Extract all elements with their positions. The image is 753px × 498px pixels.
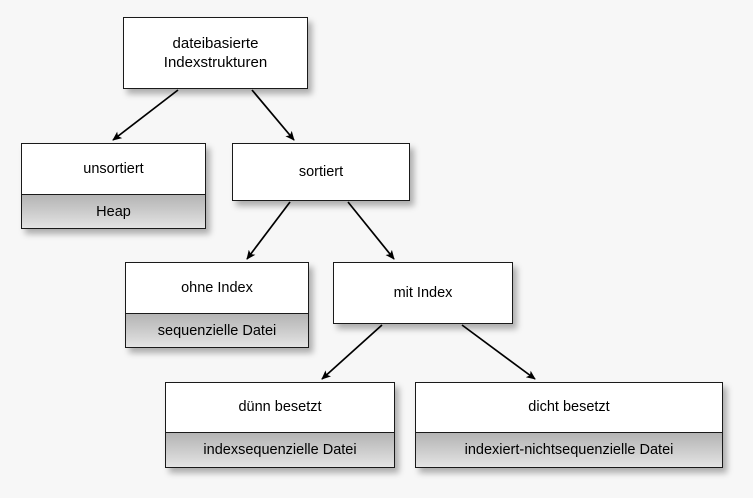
node-dateibasierte-indexstrukturen[interactable]: dateibasierte Indexstrukturen — [123, 17, 308, 89]
node-mit-index[interactable]: mit Index — [333, 262, 513, 324]
node-title: sortiert — [233, 144, 409, 200]
node-unsortiert[interactable]: unsortiert Heap — [21, 143, 206, 229]
edge-root-sortiert — [251, 89, 295, 141]
edge-root-unsortiert — [112, 89, 179, 141]
edge-mit-index-dicht — [461, 324, 536, 380]
edge-mit-index-duenn — [321, 324, 383, 380]
node-title: unsortiert — [22, 144, 205, 195]
node-title: mit Index — [334, 263, 512, 323]
node-title: dicht besetzt — [416, 383, 722, 433]
node-subtitle: Heap — [22, 195, 205, 228]
node-title: dateibasierte Indexstrukturen — [124, 18, 307, 88]
node-sortiert[interactable]: sortiert — [232, 143, 410, 201]
node-dicht-besetzt[interactable]: dicht besetzt indexiert-nichtsequenziell… — [415, 382, 723, 468]
node-ohne-index[interactable]: ohne Index sequenzielle Datei — [125, 262, 309, 348]
node-title: dünn besetzt — [166, 383, 394, 433]
node-subtitle: sequenzielle Datei — [126, 314, 308, 347]
node-subtitle: indexsequenzielle Datei — [166, 433, 394, 467]
node-title: ohne Index — [126, 263, 308, 314]
node-subtitle: indexiert-nichtsequenzielle Datei — [416, 433, 722, 467]
edge-sortiert-mit-index — [347, 201, 395, 260]
edge-sortiert-ohne-index — [246, 201, 291, 260]
node-duenn-besetzt[interactable]: dünn besetzt indexsequenzielle Datei — [165, 382, 395, 468]
